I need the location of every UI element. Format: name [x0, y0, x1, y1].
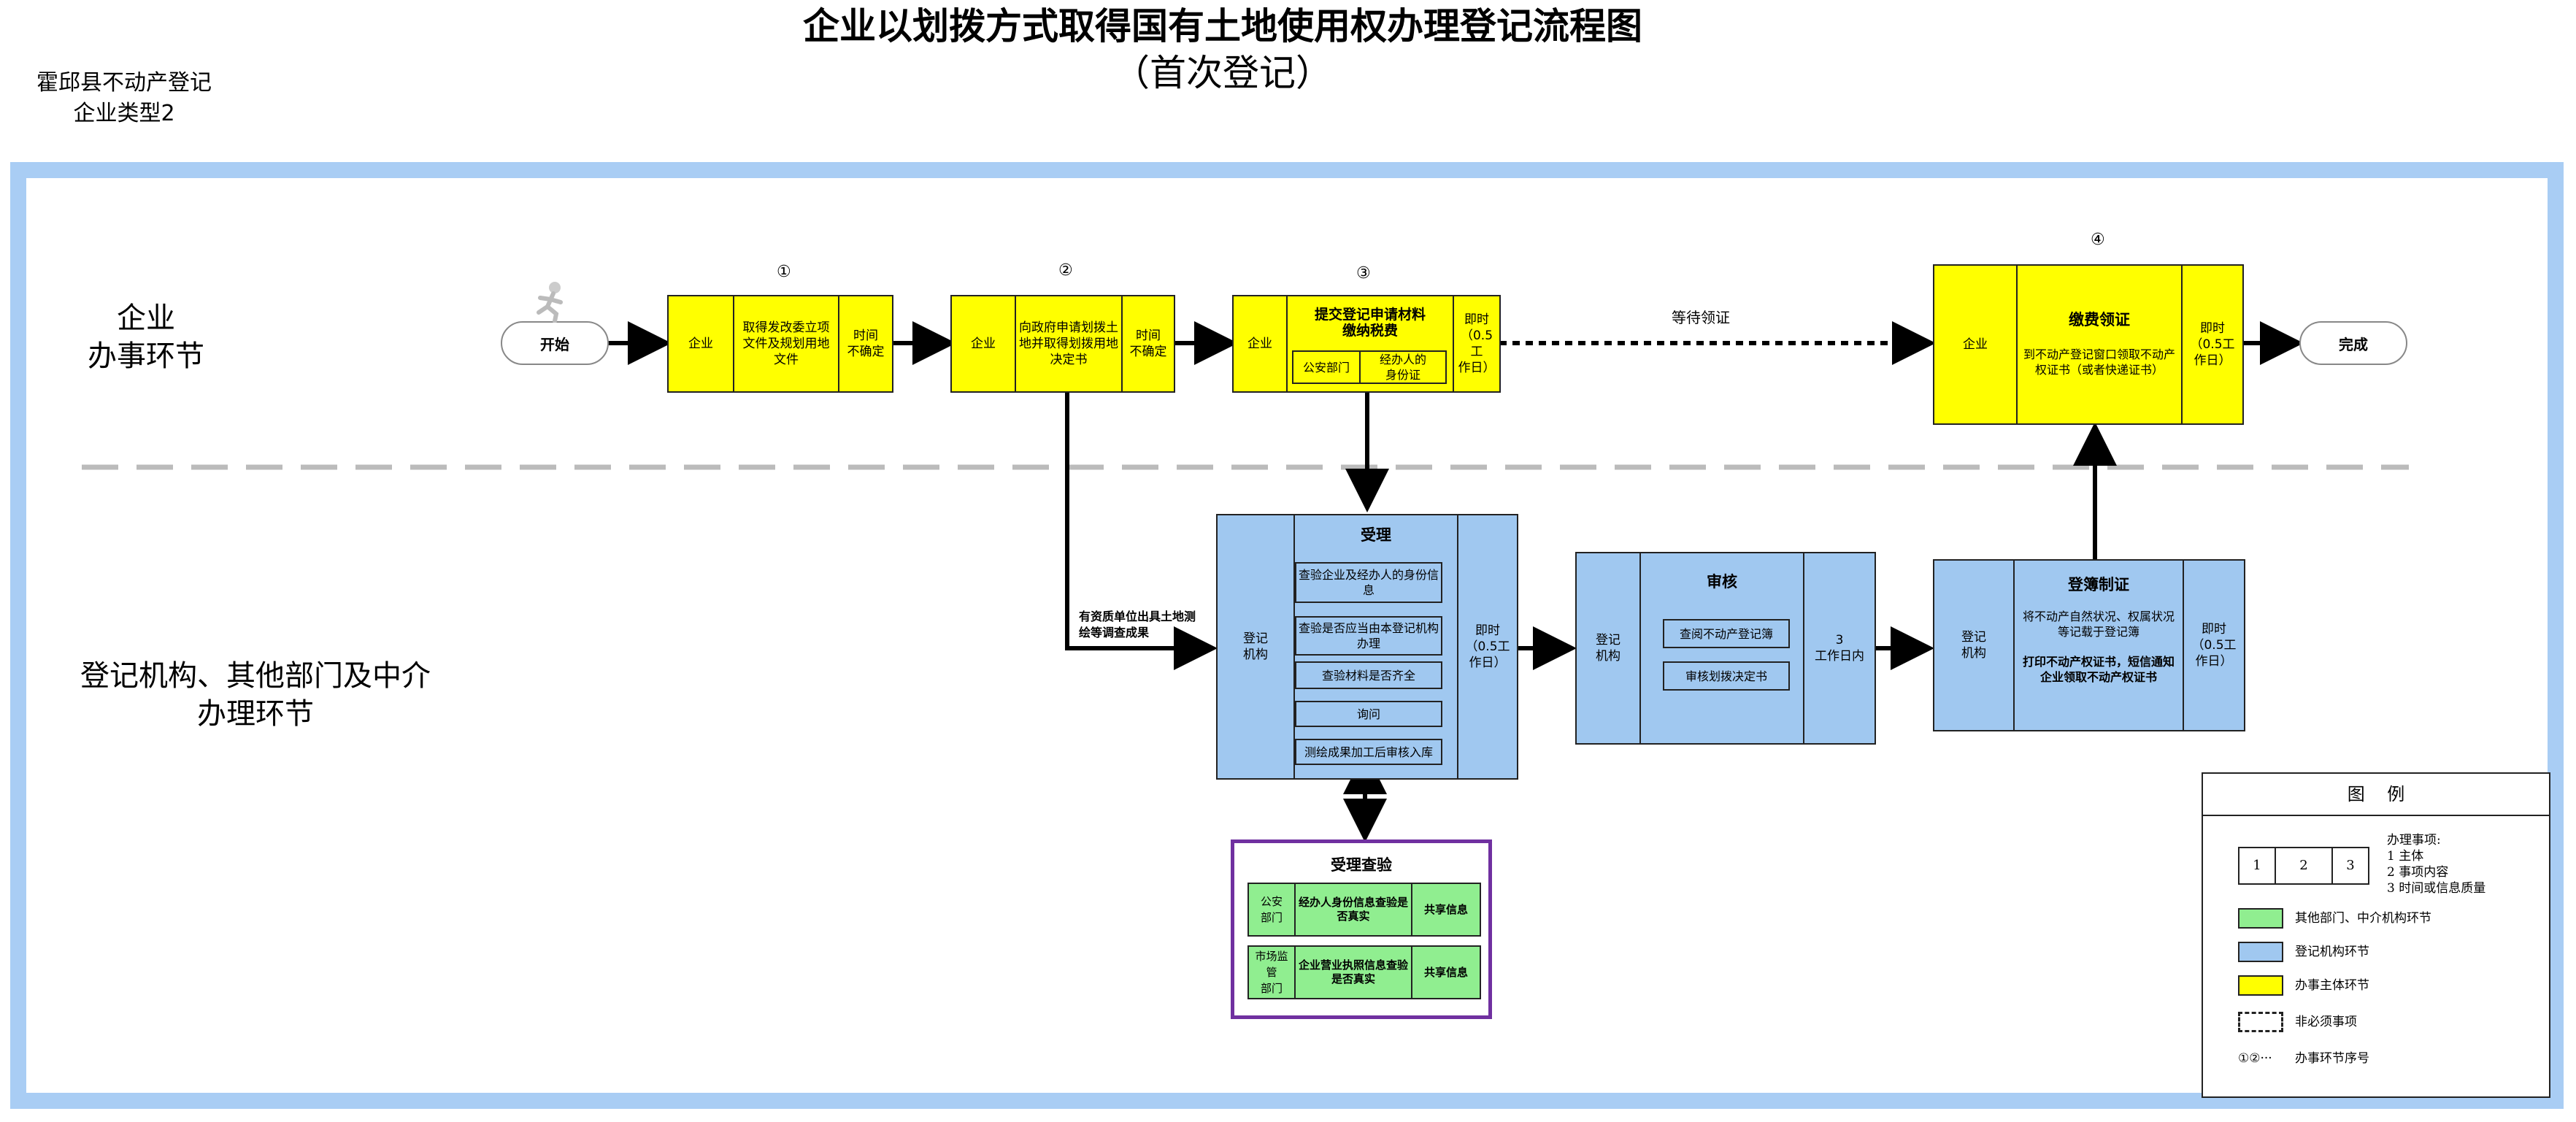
step-3-content: 提交登记申请材料 缴纳税费: [1314, 307, 1426, 339]
runner-icon: [537, 282, 563, 323]
step-3-subject: 企业: [1247, 337, 1272, 351]
verify-row-1-content: 经办人身份信息查验是否真实: [1294, 884, 1411, 935]
review-item-1: 查阅不动产登记簿: [1663, 619, 1790, 648]
verify-box: 受理查验 公安 部门 经办人身份信息查验是否真实 共享信息 市场监管 部门 企业…: [1231, 839, 1492, 1019]
legend-item-blue: 登记机构环节: [2295, 945, 2369, 959]
legend-title: 图 例: [2203, 774, 2549, 816]
legend-seq-symbol: ①②···: [2238, 1051, 2272, 1066]
page-subtitle: （首次登记）: [1113, 52, 1332, 94]
step-4-content: 到不动产登记窗口领取不动产权证书（或者快递证书）: [2023, 347, 2175, 377]
legend-item-yellow: 办事主体环节: [2295, 978, 2369, 993]
legend-swatch-blue: [2238, 942, 2283, 962]
step-3-box: 企业 提交登记申请材料 缴纳税费 公安部门 经办人的 身份证 即时 （0.5工 …: [1232, 295, 1501, 393]
step-number-3: ③: [1356, 264, 1371, 283]
verify-row-2: 市场监管 部门 企业营业执照信息查验是否真实 共享信息: [1247, 945, 1481, 999]
step-1-box: 企业 取得发改委立项文件及规划用地文件 时间 不确定: [667, 295, 893, 393]
verify-row-1: 公安 部门 经办人身份信息查验是否真实 共享信息: [1247, 883, 1481, 937]
step-number-2: ②: [1058, 261, 1073, 280]
step-3-time: 即时 （0.5工 作日）: [1453, 296, 1499, 391]
review-subject: 登记 机构: [1596, 633, 1620, 664]
register-title: 登簿制证: [2068, 576, 2129, 593]
org-type: 企业类型2: [73, 101, 175, 126]
lane-enterprise-label: 企业 办事环节: [88, 301, 204, 373]
legend-item-optional: 非必须事项: [2295, 1015, 2357, 1029]
legend-seq-text: 办事环节序号: [2295, 1051, 2369, 1066]
org-name: 霍邱县不动产登记: [36, 70, 212, 96]
accept-item-3: 查验材料是否齐全: [1295, 661, 1442, 689]
review-title: 审核: [1707, 573, 1737, 591]
legend-num-2: 2: [2276, 848, 2333, 883]
review-box: 登记 机构 审核 查阅不动产登记簿 审核划拨决定书 3 工作日内: [1575, 552, 1876, 745]
accept-subject: 登记 机构: [1243, 631, 1268, 662]
accept-time: 即时 （0.5工 作日）: [1457, 515, 1517, 778]
verify-row-2-content: 企业营业执照信息查验是否真实: [1294, 947, 1411, 998]
step-3-sub-idcard: 经办人的 身份证: [1359, 350, 1447, 384]
register-subject: 登记 机构: [1961, 630, 1986, 661]
step-1-time: 时间 不确定: [838, 296, 892, 391]
step-4-subject: 企业: [1963, 337, 1988, 352]
page-title: 企业以划拨方式取得国有土地使用权办理登记流程图: [803, 5, 1642, 47]
end-node: 完成: [2299, 321, 2407, 365]
step-4-time: 即时 （0.5工 作日）: [2181, 266, 2242, 423]
step-1-subject: 企业: [688, 337, 713, 351]
accept-item-2: 查验是否应当由本登记机构办理: [1295, 616, 1442, 656]
accept-item-4: 询问: [1295, 701, 1442, 727]
step-2-subject: 企业: [971, 337, 996, 351]
legend-cell-sample: 1 2 3: [2238, 847, 2369, 885]
legend-swatch-green: [2238, 908, 2283, 929]
verify-row-1-tag: 共享信息: [1411, 884, 1480, 935]
step-number-1: ①: [777, 263, 791, 281]
register-line-2: 打印不动产权证书，短信通知企业领取不动产权证书: [2022, 655, 2175, 684]
step-1-content: 取得发改委立项文件及规划用地文件: [733, 296, 838, 391]
arrow-s2-accept: [1065, 393, 1218, 670]
verify-row-2-tag: 共享信息: [1411, 947, 1480, 998]
step-2-box: 企业 向政府申请划拨土地并取得划拨用地决定书 时间 不确定: [950, 295, 1175, 393]
step-2-time: 时间 不确定: [1121, 296, 1174, 391]
legend-desc: 办理事项: 1 主体 2 事项内容 3 时间或信息质量: [2387, 833, 2486, 896]
verify-row-1-dept: 公安 部门: [1260, 895, 1283, 924]
review-time: 3 工作日内: [1803, 553, 1875, 743]
verify-row-2-dept: 市场监管 部门: [1255, 950, 1288, 995]
accept-item-1: 查验企业及经办人的身份信息: [1295, 562, 1442, 603]
review-item-2: 审核划拨决定书: [1663, 661, 1790, 691]
verify-title: 受理查验: [1331, 856, 1392, 874]
legend-swatch-dashed: [2238, 1012, 2283, 1032]
register-box: 登记 机构 登簿制证 将不动产自然状况、权属状况等记载于登记簿 打印不动产权证书…: [1933, 559, 2245, 731]
step-4-box: 企业 缴费领证 到不动产登记窗口领取不动产权证书（或者快递证书） 即时 （0.5…: [1933, 264, 2244, 425]
legend-num-3: 3: [2346, 858, 2355, 873]
start-node: 开始: [501, 321, 609, 365]
step-2-content: 向政府申请划拨土地并取得划拨用地决定书: [1015, 296, 1121, 391]
legend-box: 图 例 1 2 3 办理事项: 1 主体 2 事项内容 3 时间或信息质量 其他…: [2202, 772, 2550, 1098]
step-3-sub-dept: 公安部门: [1292, 350, 1361, 384]
survey-label: 有资质单位出具土地测 绘等调查成果: [1079, 610, 1196, 639]
step-number-4: ④: [2091, 231, 2105, 249]
accept-item-5: 测绘成果加工后审核入库: [1295, 739, 1442, 765]
register-time: 即时 （0.5工 作日）: [2183, 561, 2244, 730]
register-line-1: 将不动产自然状况、权属状况等记载于登记簿: [2022, 610, 2175, 639]
wait-label: 等待领证: [1672, 309, 1730, 326]
legend-item-green: 其他部门、中介机构环节: [2295, 911, 2431, 926]
step-4-title: 缴费领证: [2069, 311, 2130, 328]
lane-agency-label: 登记机构、其他部门及中介 办理环节: [80, 659, 431, 731]
legend-num-1: 1: [2239, 848, 2276, 883]
accept-box: 登记 机构 受理 查验企业及经办人的身份信息 查验是否应当由本登记机构办理 查验…: [1216, 514, 1518, 780]
legend-swatch-yellow: [2238, 975, 2283, 996]
accept-title: 受理: [1361, 526, 1391, 544]
